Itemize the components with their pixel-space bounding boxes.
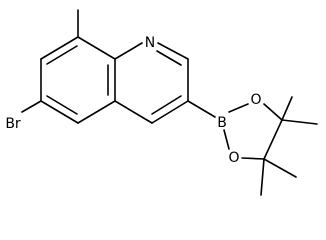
bond-c8-c8a [77,36,116,60]
bond-c6-br [21,100,42,113]
bond-n1-c2 [157,42,189,60]
bond-c3-c4 [151,100,189,124]
bond-double-n1-c2 [156,50,182,66]
bond-o-upper-c [263,103,283,121]
bond-methyl-upper-2 [281,119,318,125]
bond-b-o-lower [223,129,230,150]
atom-label-boron: B [217,115,227,131]
bond-methyl-upper-1 [281,96,293,121]
molecule-structure-diagram: N B O O Br [5,9,318,196]
atom-label-oxygen-lower: O [228,150,239,166]
bond-c8a-n1 [114,42,143,60]
bond-b-o-upper [228,103,249,113]
bond-c3-b [187,100,216,118]
bond-c-c-ring [263,119,283,160]
bond-double-c7-c8 [46,45,78,65]
bond-o-lower-c [241,157,265,160]
bond-c4-c4a [114,100,153,124]
bond-methyl-lower-1 [263,158,297,178]
bond-double-c5-c6 [46,95,78,115]
atom-label-bromine: Br [5,116,21,132]
bond-c7-c8 [40,36,79,60]
bond-methyl-lower-2 [260,158,265,196]
atom-label-nitrogen: N [145,35,155,51]
bond-double-c3-c4 [151,95,182,115]
atom-label-oxygen-upper: O [250,92,261,108]
bond-c4a-c5 [77,100,116,124]
bond-c5-c6 [40,100,79,124]
